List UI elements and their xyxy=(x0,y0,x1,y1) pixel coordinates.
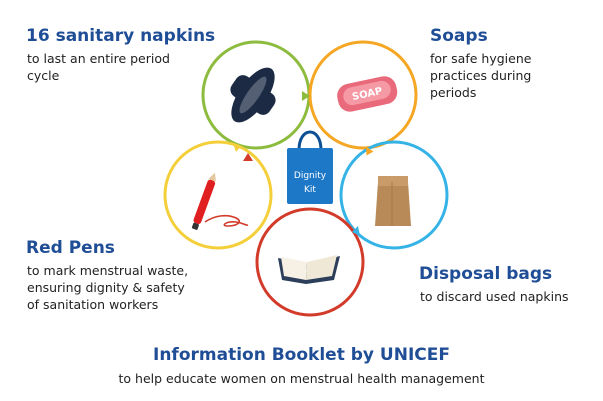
arrow-green xyxy=(302,91,310,101)
ring-booklet xyxy=(255,207,365,317)
napkins-desc-line: cycle xyxy=(27,68,60,83)
napkins-desc-line: to last an entire period xyxy=(27,51,170,66)
booklet-desc: to help educate women on menstrual healt… xyxy=(0,370,603,387)
napkins-desc: to last an entire period cycle xyxy=(27,50,170,84)
soap-icon: SOAP xyxy=(337,76,398,112)
disposal-desc: to discard used napkins xyxy=(420,288,569,305)
pens-title: Red Pens xyxy=(26,238,115,258)
book-icon xyxy=(278,255,340,284)
disposal-title: Disposal bags xyxy=(419,264,553,284)
arrow-orange xyxy=(366,146,374,156)
tote-bag-icon: Dignity Kit xyxy=(287,130,333,204)
booklet-title: Information Booklet by UNICEF xyxy=(153,345,450,365)
ring-pens xyxy=(163,140,273,250)
disposal-desc-line: to discard used napkins xyxy=(420,289,569,304)
arrow-red xyxy=(243,153,253,161)
soaps-desc: for safe hygiene practices during period… xyxy=(430,50,531,101)
sanitary-pad-icon xyxy=(230,67,276,123)
pens-desc-line: of sanitation workers xyxy=(27,297,159,312)
pens-desc: to mark menstrual waste, ensuring dignit… xyxy=(27,262,188,313)
kit-label-line1: Dignity xyxy=(294,171,327,181)
soaps-desc-line: for safe hygiene xyxy=(430,51,532,66)
ring-soaps xyxy=(308,40,418,150)
paper-bag-icon xyxy=(375,176,411,226)
ring-disposal xyxy=(339,140,449,250)
pens-desc-line: to mark menstrual waste, xyxy=(27,263,189,278)
booklet-desc-line: to help educate women on menstrual healt… xyxy=(118,371,485,386)
soaps-desc-line: practices during xyxy=(430,68,532,83)
arrow-yellow xyxy=(233,143,241,152)
kit-label-line2: Kit xyxy=(304,185,316,195)
soaps-title: Soaps xyxy=(430,26,488,46)
napkins-title: 16 sanitary napkins xyxy=(26,26,216,46)
red-pen-icon xyxy=(191,172,249,230)
arrow-blue xyxy=(352,226,360,236)
soaps-desc-line: periods xyxy=(430,85,477,100)
pens-desc-line: ensuring dignity & safety xyxy=(27,280,185,295)
